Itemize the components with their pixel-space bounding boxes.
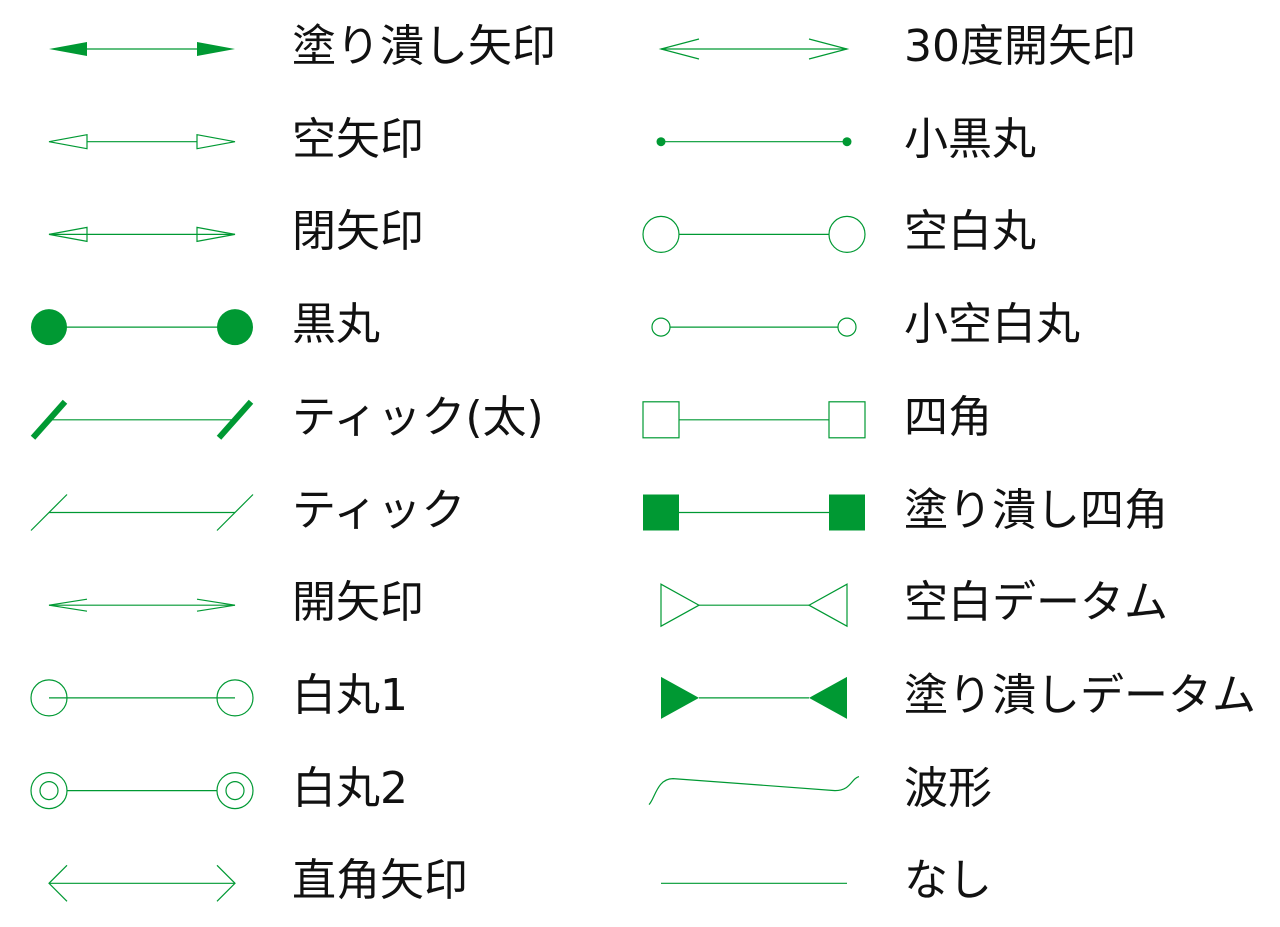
symbol-filled-square: [643, 494, 865, 531]
filled-arrow-start-arrowhead: [49, 42, 87, 56]
label-filled-square: 塗り潰し四角: [904, 484, 1168, 536]
symbol-open-circle: [642, 215, 866, 253]
right-angle-arrow-end-arrowhead: [216, 864, 236, 902]
hollow-arrow-start-arrowhead: [48, 133, 88, 150]
open-datum-end-triangle: [807, 583, 848, 628]
label-thick-tick: ティック(太): [292, 391, 544, 443]
open-circle-2-end-inner-circle: [225, 780, 245, 801]
tick-start-tick: [30, 494, 68, 531]
symbol-open-circle-1: [30, 679, 254, 717]
symbol-small-open-circle: [651, 317, 857, 337]
label-small-dot: 小黒丸: [904, 113, 1036, 165]
symbol-tick: [30, 494, 254, 531]
symbol-right-angle-arrow: [48, 864, 236, 902]
symbol-hollow-arrow: [48, 133, 236, 150]
small-open-circle-start-circle: [651, 317, 671, 337]
label-right-angle-arrow: 直角矢印: [292, 855, 468, 907]
open-arrow-start-arrowhead: [48, 598, 88, 612]
label-none: なし: [904, 855, 992, 907]
symbol-open-circle-2: [30, 771, 254, 810]
right-angle-arrow-start-arrowhead: [48, 864, 68, 902]
hollow-arrow-end-arrowhead: [196, 133, 236, 150]
symbol-open-datum: [660, 583, 848, 628]
symbol-open-arrow: [48, 598, 236, 612]
open-circle-2-start-inner-circle: [39, 780, 59, 801]
label-closed-arrow: 閉矢印: [292, 206, 424, 258]
label-open-circle-2: 白丸2: [292, 762, 408, 814]
label-open-circle: 空白丸: [904, 206, 1036, 258]
open-circle-1-start-circle: [30, 679, 68, 717]
small-open-circle-end-circle: [837, 317, 857, 337]
symbol-open-arrow-30: [658, 38, 850, 60]
tick-end-tick: [216, 494, 254, 531]
symbol-filled-datum: [661, 676, 847, 719]
closed-arrow-end-arrowhead: [196, 226, 236, 243]
label-wave: 波形: [904, 762, 992, 814]
symbol-thick-tick: [30, 399, 254, 440]
open-circle-end-circle: [828, 215, 866, 253]
filled-arrow-end-arrowhead: [197, 42, 235, 56]
open-circle-2-start-outer-circle: [30, 771, 68, 810]
label-tick: ティック: [292, 484, 466, 536]
large-dot-end-dot: [217, 309, 253, 346]
filled-datum-end-triangle: [809, 676, 847, 719]
label-open-datum: 空白データム: [904, 577, 1168, 629]
small-dot-end-dot: [842, 137, 852, 147]
symbol-closed-arrow: [48, 226, 236, 243]
open-arrow-end-arrowhead: [196, 598, 236, 612]
open-square-end-square: [828, 401, 866, 439]
thick-tick-start-tick: [30, 399, 68, 440]
label-open-arrow-30: 30度開矢印: [904, 21, 1136, 72]
symbol-wave: [648, 776, 860, 806]
symbol-large-dot: [31, 309, 253, 346]
large-dot-start-dot: [31, 309, 67, 346]
open-datum-start-triangle: [660, 583, 701, 628]
label-filled-arrow: 塗り潰し矢印: [292, 21, 556, 72]
closed-arrow-start-arrowhead: [48, 226, 88, 243]
wave-wave-path: [648, 776, 860, 806]
filled-square-end-square: [829, 494, 865, 531]
open-circle-start-circle: [642, 215, 680, 253]
open-arrow-30-start-arrowhead: [658, 38, 700, 60]
symbol-small-dot: [656, 137, 852, 147]
thick-tick-end-tick: [216, 399, 254, 440]
open-circle-1-end-circle: [216, 679, 254, 717]
label-open-circle-1: 白丸1: [292, 669, 408, 721]
label-open-arrow: 開矢印: [292, 577, 424, 629]
open-circle-2-end-outer-circle: [216, 771, 254, 810]
label-small-open-circle: 小空白丸: [904, 299, 1080, 351]
label-large-dot: 黒丸: [292, 299, 380, 351]
open-arrow-30-end-arrowhead: [808, 38, 850, 60]
small-dot-start-dot: [656, 137, 666, 147]
symbol-open-square: [642, 401, 866, 439]
label-hollow-arrow: 空矢印: [292, 113, 424, 165]
open-square-start-square: [642, 401, 680, 439]
symbol-filled-arrow: [49, 42, 235, 56]
filled-datum-start-triangle: [661, 676, 699, 719]
label-open-square: 四角: [904, 391, 992, 443]
label-filled-datum: 塗り潰しデータム: [904, 669, 1256, 721]
filled-square-start-square: [643, 494, 679, 531]
